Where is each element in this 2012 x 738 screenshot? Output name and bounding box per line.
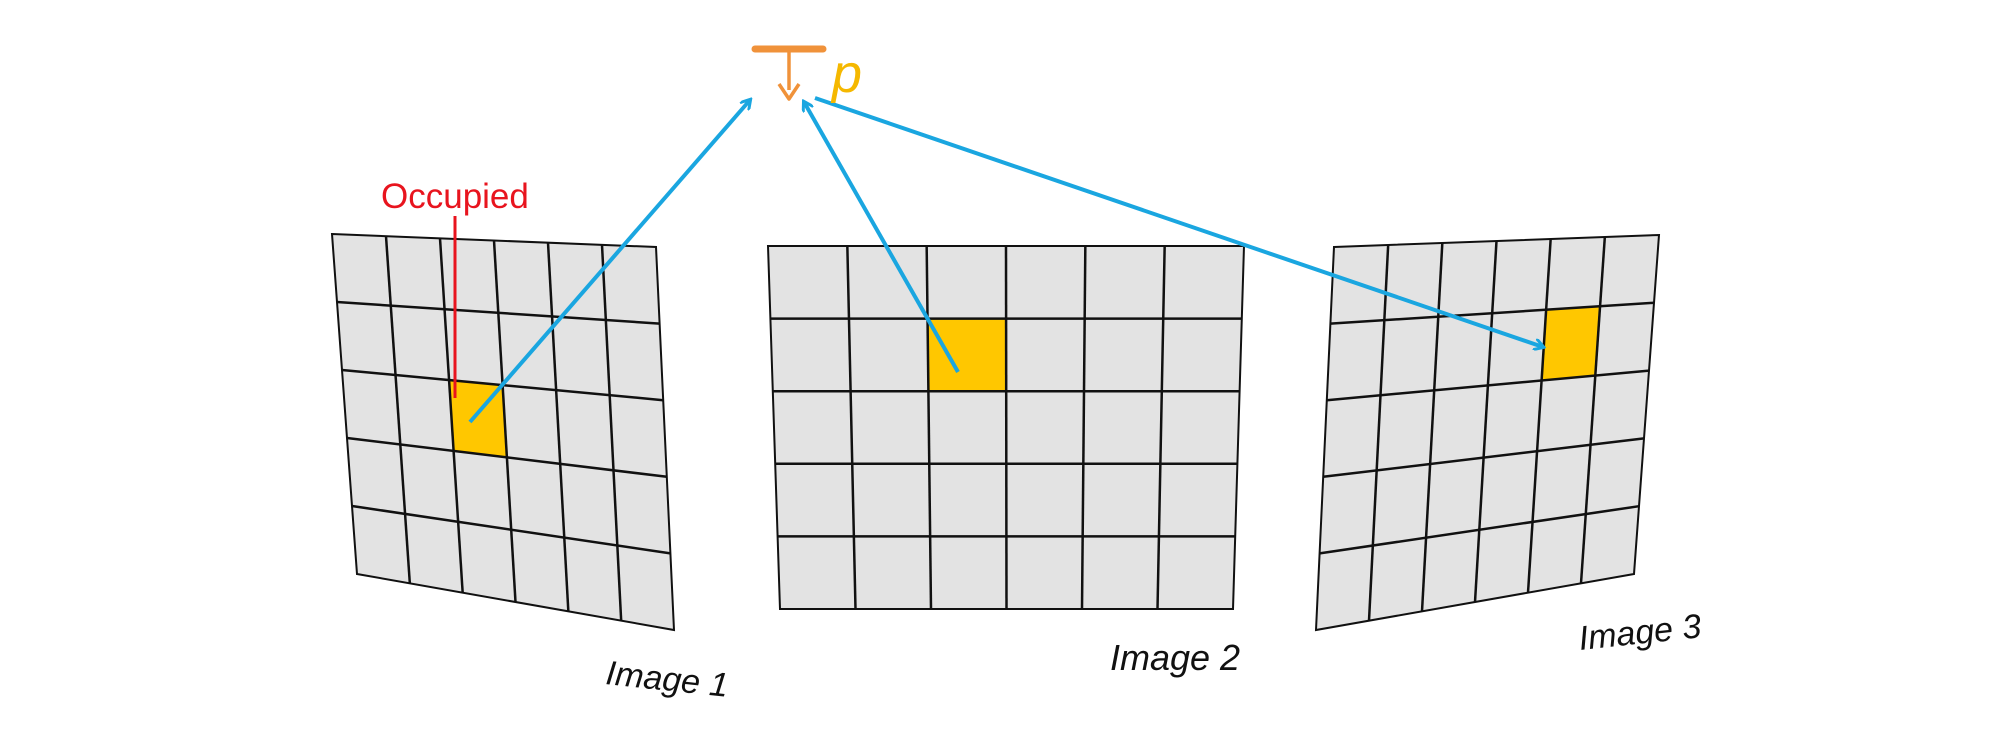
grid-line (1526, 238, 1552, 593)
image-3-grid (1314, 233, 1661, 632)
grid-line (336, 300, 660, 325)
grid-line (438, 238, 464, 593)
grid-line (600, 244, 623, 621)
image-2-label: Image 2 (1110, 637, 1240, 678)
ray-arrow-3 (814, 96, 1543, 347)
image-1-label: Image 1 (604, 654, 730, 705)
ray-arrow-1 (468, 100, 750, 424)
occupied-label: Occupied (381, 177, 529, 216)
grid-line (1367, 244, 1390, 621)
grid-line (492, 240, 517, 603)
point-label: p (830, 44, 862, 104)
image-2-occupied-cell (927, 318, 1007, 392)
grid-line (351, 504, 671, 555)
point-normal-icon (751, 45, 827, 101)
grid-line (846, 245, 857, 610)
grid-line (1004, 245, 1008, 610)
ray-arrow-2 (804, 102, 960, 373)
grid-line (1326, 369, 1650, 402)
image-1-grid (330, 232, 676, 632)
grid-line (1330, 301, 1655, 325)
grid-line (925, 245, 933, 610)
grid-line (1579, 236, 1607, 584)
image-3-occupied-cell (1541, 306, 1601, 381)
image-3-label: Image 3 (1577, 607, 1703, 658)
grid-line (1473, 240, 1498, 603)
grid-line (346, 436, 667, 479)
grid-line (384, 236, 412, 584)
image-3-plane (1314, 233, 1661, 632)
grid-line (1323, 437, 1645, 479)
grid-line (1156, 245, 1166, 610)
grid-line (1080, 245, 1087, 610)
grid-line (546, 242, 570, 612)
grid-line (1420, 242, 1444, 612)
image-1-occupied-cell (449, 380, 507, 458)
grid-line (1319, 504, 1640, 555)
image-2-grid (766, 245, 1246, 610)
